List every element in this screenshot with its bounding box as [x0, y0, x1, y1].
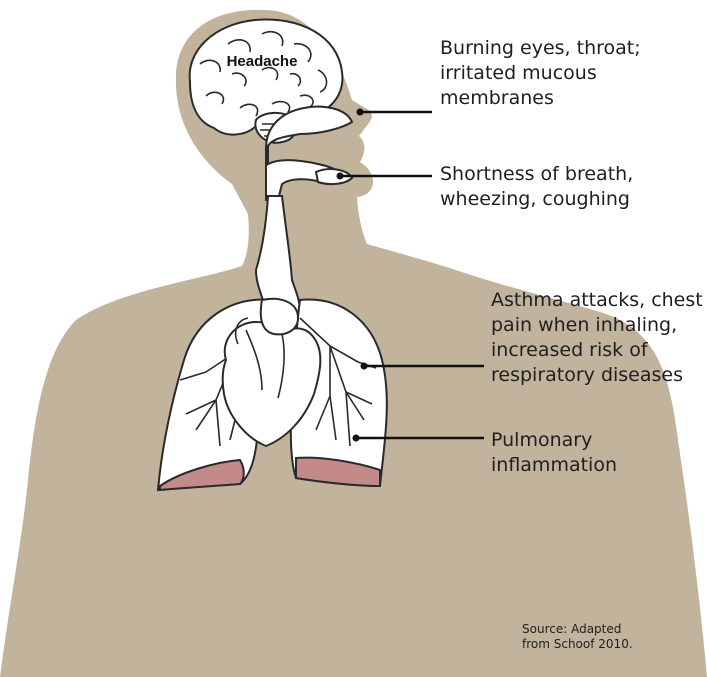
callout-line: increased risk of: [491, 338, 703, 363]
source-note: Source: Adapted from Schoof 2010.: [522, 622, 633, 652]
callout-line: irritated mucous: [440, 61, 641, 86]
headache-label: Headache: [227, 53, 298, 70]
callout-pulmonary: Pulmonary inflammation: [491, 428, 617, 478]
callout-line: respiratory diseases: [491, 363, 703, 388]
callout-line: Shortness of breath,: [440, 162, 633, 187]
callout-asthma: Asthma attacks, chest pain when inhaling…: [491, 288, 703, 388]
callout-line: Asthma attacks, chest: [491, 288, 703, 313]
callout-line: inflammation: [491, 453, 617, 478]
source-line: from Schoof 2010.: [522, 637, 633, 652]
callout-eyes-throat: Burning eyes, throat; irritated mucous m…: [440, 36, 641, 111]
callout-line: Pulmonary: [491, 428, 617, 453]
callout-breath: Shortness of breath, wheezing, coughing: [440, 162, 633, 212]
callout-line: wheezing, coughing: [440, 187, 633, 212]
callout-line: Burning eyes, throat;: [440, 36, 641, 61]
callout-line: pain when inhaling,: [491, 313, 703, 338]
source-line: Source: Adapted: [522, 622, 633, 637]
callout-line: membranes: [440, 86, 641, 111]
